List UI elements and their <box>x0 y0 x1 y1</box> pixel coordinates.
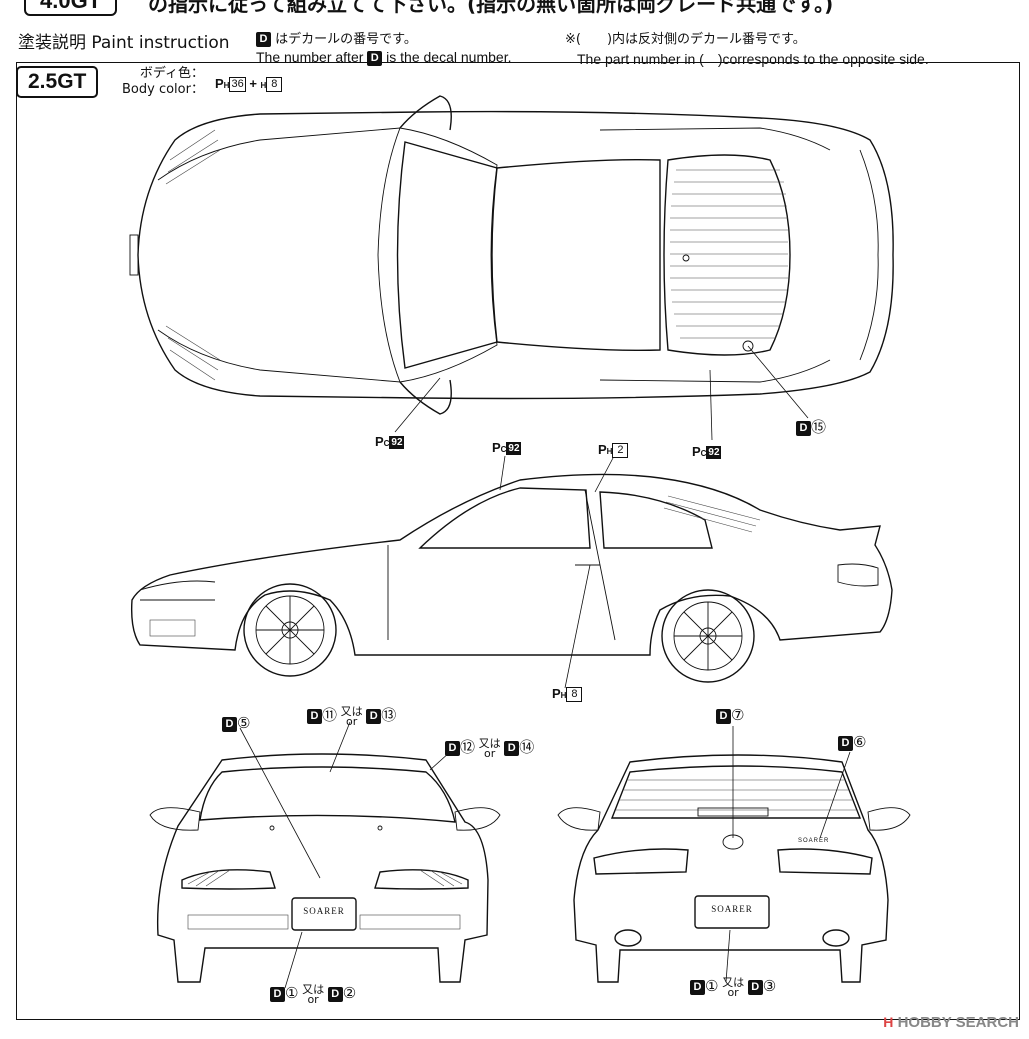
car-rear-view <box>557 726 911 983</box>
paint-instruction-title: 塗装説明 Paint instruction <box>18 33 230 53</box>
instruction-frame <box>16 62 1020 1020</box>
decal-mark-icon: D <box>256 32 271 47</box>
opposite-side-note: ※( )内は反対側のデカール番号です。 The part number in (… <box>565 32 929 67</box>
body-color-label: ボディ色： Body color： <box>122 66 204 97</box>
decal-note: D はデカールの番号です。 The number after D is the … <box>256 32 512 66</box>
car-front-view <box>149 721 501 989</box>
car-side-view <box>130 455 893 689</box>
instruction-caption: の指示に従って組み立てて下さい。(指示の無い箇所は両グレード共通です。) <box>148 0 834 16</box>
hobby-search-logo-icon: H <box>883 1014 894 1030</box>
grade-label: 2.5GT <box>16 66 99 98</box>
car-top-view <box>129 95 894 441</box>
front-plate: SOARER <box>303 906 345 916</box>
rear-plate: SOARER <box>711 904 753 914</box>
hobby-search-watermark: H HOBBY SEARCH <box>883 1014 1019 1031</box>
grade-label-top: 4.0GT <box>24 0 118 16</box>
rear-badge: SOARER <box>798 838 830 844</box>
